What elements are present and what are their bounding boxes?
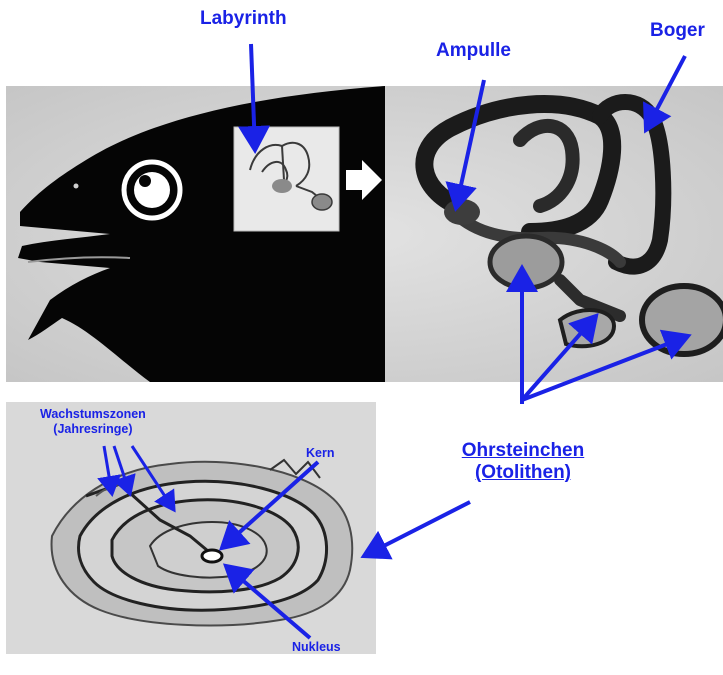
otolith-sac-3 [642,286,723,354]
label-nukleus: Nukleus [292,640,341,655]
label-kern: Kern [306,446,334,461]
labyrinth-small-sac [272,179,292,193]
label-wachstum-line1: Wachstumszonen [40,407,146,422]
label-wachstumszonen: Wachstumszonen (Jahresringe) [40,407,146,437]
label-ohrsteinchen-line2: (Otolithen) [438,462,608,484]
label-wachstum-line2: (Jahresringe) [40,422,146,437]
fish-pupil [139,175,151,187]
labyrinth-small-otolith [312,194,332,210]
arrow-to-otolith [364,502,470,556]
label-boger: Boger [650,20,705,42]
label-ohrsteinchen: Ohrsteinchen (Otolithen) [438,440,608,484]
fish-eye [134,172,170,208]
fish-nostril [74,184,79,189]
ampulle-bulb [444,199,480,225]
label-ohrsteinchen-line1: Ohrsteinchen [438,440,608,462]
label-labyrinth: Labyrinth [200,8,287,30]
label-ampulle: Ampulle [436,40,511,62]
otolith-sac-1 [490,236,562,288]
